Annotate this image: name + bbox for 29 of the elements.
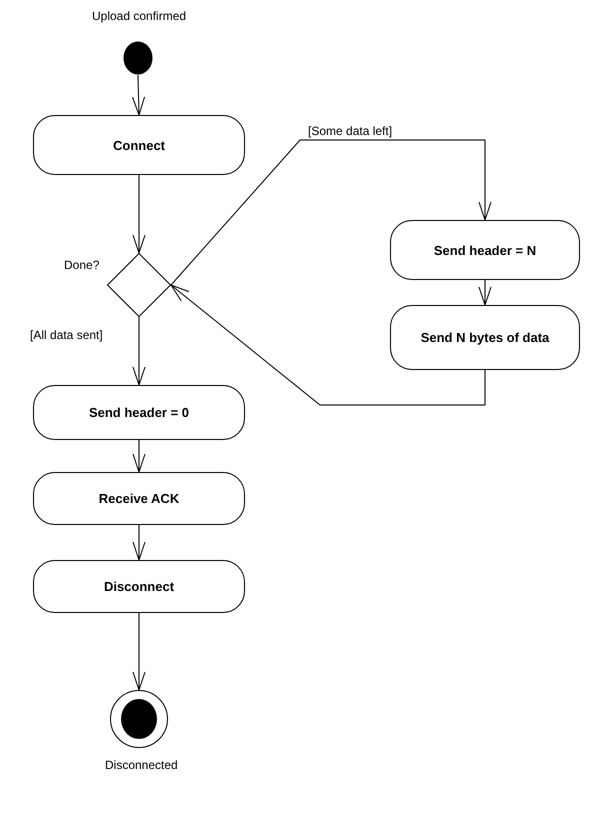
guard-label: [All data sent] [30, 328, 103, 342]
arrow [132, 440, 146, 472]
action-label: Connect [113, 138, 165, 152]
arrow [132, 316, 146, 386]
action-label: Disconnect [104, 579, 174, 594]
action-box [33, 560, 245, 613]
action-box [33, 472, 245, 525]
action-box [390, 305, 580, 370]
action-box [33, 115, 245, 175]
arrow [170, 140, 492, 286]
action-label: Send header = N [434, 242, 536, 258]
arrow [170, 284, 486, 406]
arrow [132, 74, 146, 116]
arrow [132, 524, 146, 560]
node-caption: Done? [64, 258, 100, 272]
arrow [132, 612, 146, 690]
arrow [478, 280, 492, 306]
initial-node [123, 41, 153, 75]
action-label: Receive ACK [98, 491, 180, 506]
action-label: Send N bytes of data [420, 330, 550, 345]
final-node [110, 690, 168, 748]
action-box [33, 385, 245, 440]
node-caption: Disconnected [105, 758, 178, 772]
arrow [132, 174, 146, 254]
action-box [390, 220, 580, 280]
decision-diamond [107, 253, 171, 317]
guard-label: [Some data left] [308, 124, 392, 138]
action-label: Send header = 0 [88, 405, 190, 420]
node-caption: Upload confirmed [92, 9, 186, 23]
